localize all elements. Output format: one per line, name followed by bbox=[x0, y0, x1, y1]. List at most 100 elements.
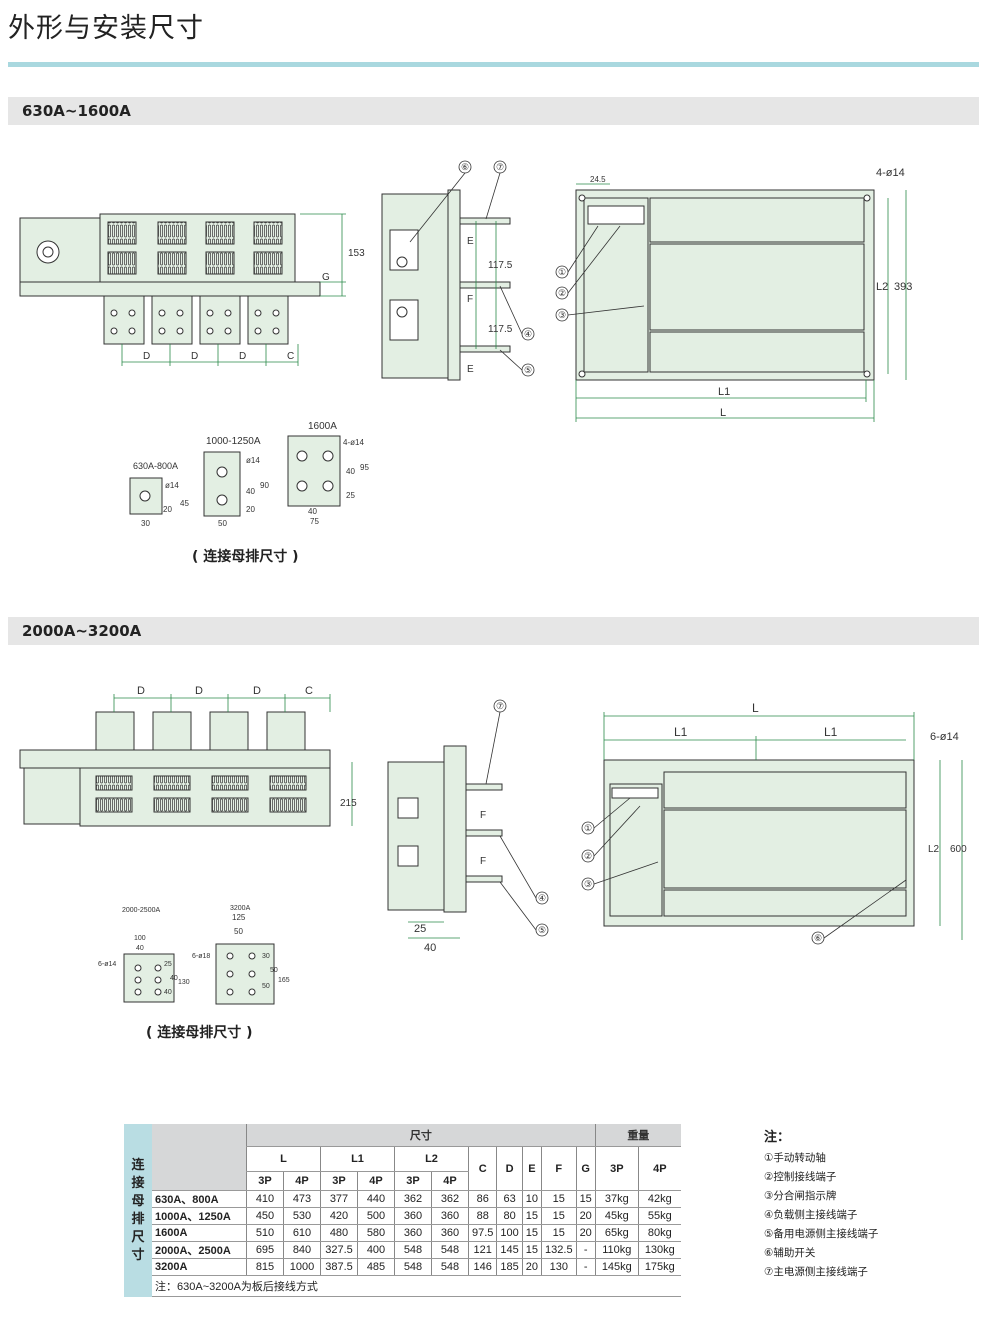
busbar-hole-3200: 6-ø18 bbox=[192, 953, 210, 960]
cell: 20 bbox=[575, 1207, 596, 1225]
dim-l: L bbox=[720, 407, 726, 419]
dim2-d-2: D bbox=[195, 685, 203, 697]
header-l2: L2 bbox=[394, 1146, 469, 1172]
busbar-title-1000: 1000-1250A bbox=[206, 436, 261, 447]
busbar-w-2000: 100 bbox=[134, 935, 146, 942]
dim2-f-2: F bbox=[480, 856, 486, 867]
cell: 480 bbox=[320, 1224, 358, 1242]
page-title: 外形与安装尺寸 bbox=[8, 13, 204, 44]
side-char: 连 bbox=[131, 1157, 145, 1173]
cell: 530 bbox=[283, 1207, 321, 1225]
busbar-hole-1600: 4-ø14 bbox=[343, 438, 364, 447]
dim2-c: C bbox=[305, 685, 313, 697]
cell: 37kg bbox=[594, 1190, 639, 1208]
side-char: 尺 bbox=[131, 1229, 145, 1245]
cell: 410 bbox=[246, 1190, 284, 1208]
top-dimensions-1 bbox=[575, 183, 907, 422]
cell: 377 bbox=[320, 1190, 358, 1208]
callout2-2: ② bbox=[584, 851, 592, 861]
busbar-1000-1250: 1000-1250A ø14 50 20 40 90 bbox=[203, 436, 269, 528]
cell: 815 bbox=[246, 1258, 284, 1276]
dim-f-1: F bbox=[467, 294, 473, 305]
dim-d-3: D bbox=[239, 351, 246, 362]
busbar-title-3200: 3200A bbox=[230, 905, 251, 912]
note-item: ⑦主电源侧主接线端子 bbox=[764, 1266, 868, 1278]
cell: 440 bbox=[357, 1190, 395, 1208]
dim2-l1-b: L1 bbox=[824, 725, 838, 739]
note-item: ②控制接线端子 bbox=[764, 1171, 837, 1183]
side-callouts-2 bbox=[485, 699, 549, 937]
cell: 360 bbox=[394, 1224, 432, 1242]
callout2-5: ⑤ bbox=[538, 925, 546, 935]
header-l1-3p: 3P bbox=[320, 1171, 358, 1191]
header-size: 尺寸 bbox=[246, 1124, 596, 1147]
cell: 610 bbox=[283, 1224, 321, 1242]
note-item: ③分合闸指示牌 bbox=[764, 1190, 837, 1202]
cell: 548 bbox=[394, 1258, 432, 1276]
side-dimensions-1 bbox=[475, 221, 497, 349]
row-model: 2000A、2500A bbox=[152, 1241, 247, 1259]
busbar-a-3200: 50 bbox=[262, 983, 270, 990]
cell: 510 bbox=[246, 1224, 284, 1242]
cell: 450 bbox=[246, 1207, 284, 1225]
row-model: 1000A、1250A bbox=[152, 1207, 247, 1225]
busbar-b-1000: 40 bbox=[246, 487, 255, 496]
dim2-d-3: D bbox=[253, 685, 261, 697]
front-dimensions-2 bbox=[113, 694, 353, 826]
callout2-1: ① bbox=[584, 823, 592, 833]
callout2-3: ③ bbox=[584, 879, 592, 889]
row-model: 3200A bbox=[152, 1258, 247, 1276]
note-item: ④负载侧主接线端子 bbox=[764, 1209, 858, 1221]
cell: 840 bbox=[283, 1241, 321, 1259]
busbar-b-2000: 40 bbox=[170, 975, 178, 982]
callout2-6: ⑥ bbox=[814, 933, 822, 943]
cell: 400 bbox=[357, 1241, 395, 1259]
cell: 360 bbox=[431, 1207, 469, 1225]
cell: 121 bbox=[467, 1241, 497, 1259]
section-title-2: 2000A~3200A bbox=[22, 622, 142, 640]
busbar-title-2000: 2000-2500A bbox=[122, 907, 160, 914]
side-char: 排 bbox=[131, 1211, 145, 1227]
callout-4: ④ bbox=[524, 329, 532, 339]
section-header-2: 2000A~3200A bbox=[8, 617, 979, 645]
cell: 327.5 bbox=[320, 1241, 358, 1259]
busbar-3200: 3200A 6-ø18 125 50 50 50 30 165 bbox=[192, 905, 290, 1005]
cell: - bbox=[575, 1258, 596, 1276]
dim2-l1-a: L1 bbox=[674, 725, 688, 739]
cell: 86 bbox=[467, 1190, 497, 1208]
dim-393: 393 bbox=[894, 281, 912, 293]
header-l1-4p: 4P bbox=[357, 1171, 395, 1191]
cell: 15 bbox=[521, 1207, 542, 1225]
cell: 145kg bbox=[594, 1258, 639, 1276]
cell: 100 bbox=[496, 1224, 523, 1242]
dim-c: C bbox=[287, 351, 294, 362]
cell: 360 bbox=[431, 1224, 469, 1242]
side-char: 寸 bbox=[131, 1247, 145, 1263]
busbar-w2-2000: 40 bbox=[136, 945, 144, 952]
cell: 175kg bbox=[637, 1258, 681, 1276]
table-side-label: 连 接 母 排 尺 寸 bbox=[124, 1124, 152, 1297]
top-view-1 bbox=[575, 189, 875, 381]
busbar-w2-3200: 50 bbox=[234, 927, 243, 936]
side-char: 接 bbox=[131, 1175, 145, 1191]
front-view-1 bbox=[19, 213, 321, 345]
header-g: G bbox=[575, 1146, 596, 1191]
table-footnote: 注：630A~3200A为板后接线方式 bbox=[152, 1275, 681, 1297]
busbar-c-1000: 90 bbox=[260, 481, 269, 490]
dim-holes-4: 4-ø14 bbox=[876, 167, 905, 179]
dim-l1: L1 bbox=[718, 386, 730, 398]
side-view-1 bbox=[381, 189, 511, 381]
top-callouts-2 bbox=[581, 797, 907, 945]
cell: 15 bbox=[575, 1190, 596, 1208]
row-model: 630A、800A bbox=[152, 1190, 247, 1208]
busbar-d-3200: 165 bbox=[278, 977, 290, 984]
dim2-d-1: D bbox=[137, 685, 145, 697]
note-item: ⑤备用电源侧主接线端子 bbox=[764, 1228, 879, 1240]
row-model: 1600A bbox=[152, 1224, 247, 1242]
cell: 500 bbox=[357, 1207, 395, 1225]
busbar-hole-2000: 6-ø14 bbox=[98, 961, 116, 968]
dim-e-1: E bbox=[467, 236, 474, 247]
busbar-w-1000: 50 bbox=[218, 519, 227, 528]
